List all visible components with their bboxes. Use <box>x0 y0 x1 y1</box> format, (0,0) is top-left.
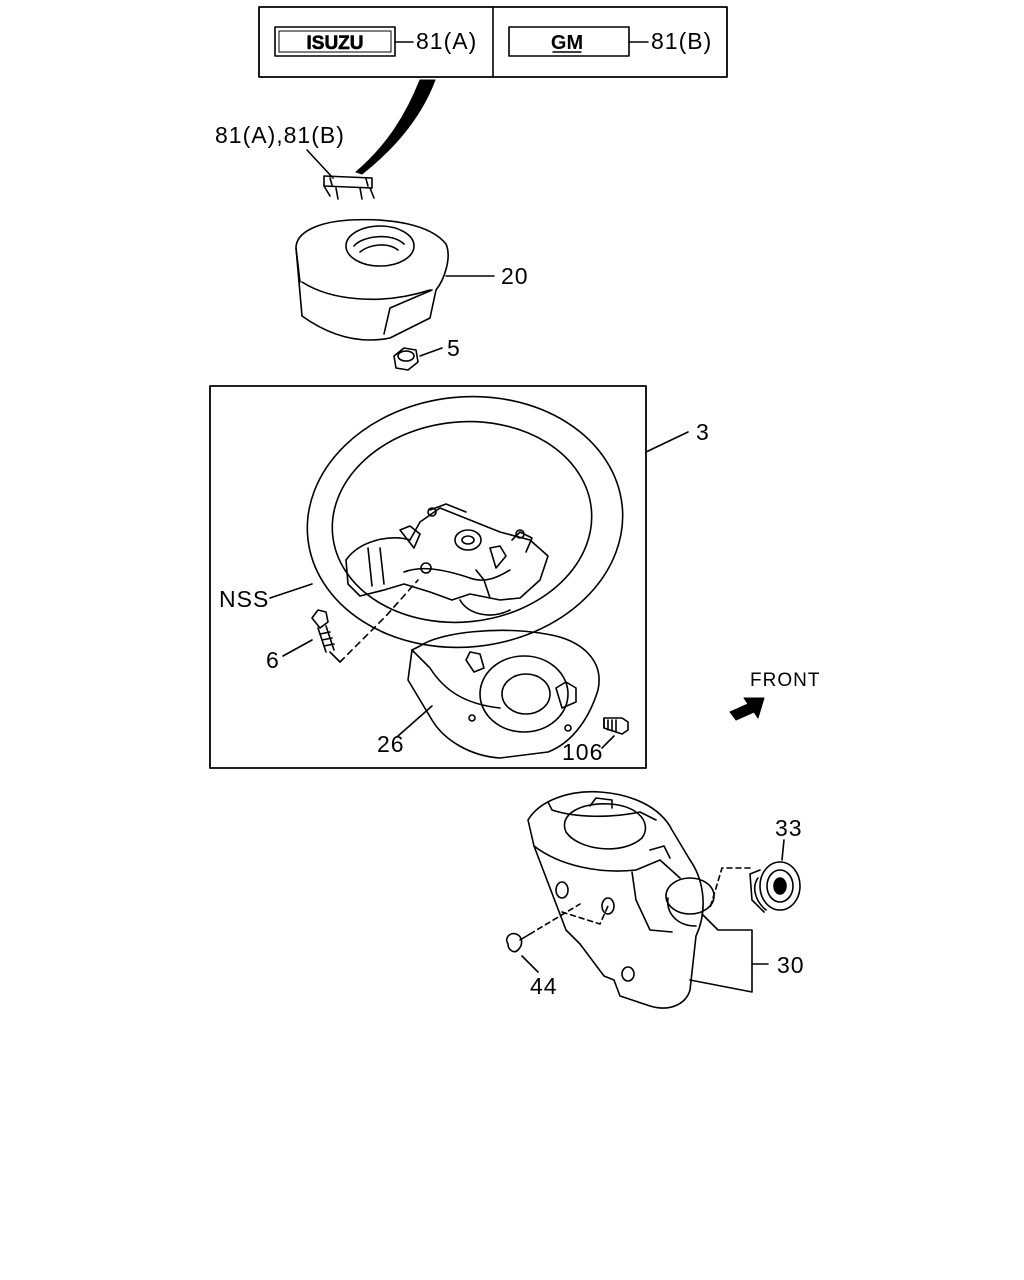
emblem-legend-box: ISUZU 81(A) GM 81(B) <box>258 6 728 78</box>
leader-wheel <box>645 431 689 453</box>
bolt-insertion-line <box>339 579 419 663</box>
clip-insertion-line <box>529 903 609 935</box>
screw-part <box>603 717 629 735</box>
callout-81b: 81(B) <box>651 28 712 54</box>
bearing-part <box>749 861 801 913</box>
isuzu-logo: ISUZU <box>274 26 396 57</box>
bolt-part <box>311 609 335 653</box>
horn-pad-cover <box>295 218 449 341</box>
callout-20: 20 <box>501 263 529 289</box>
callout-6: 6 <box>266 647 280 673</box>
callout-26: 26 <box>377 731 405 757</box>
front-label: FRONT <box>750 670 820 691</box>
steering-wheel-part <box>306 395 624 649</box>
clip-part <box>505 932 531 953</box>
callout-emblem: 81(A),81(B) <box>215 122 345 148</box>
leader-screw <box>601 735 615 749</box>
callout-106: 106 <box>562 739 603 765</box>
bearing-insertion-line <box>709 867 751 909</box>
callout-44: 44 <box>530 973 558 999</box>
callout-81a: 81(A) <box>416 28 477 54</box>
callout-3: 3 <box>696 419 710 445</box>
leader-bearing <box>781 839 785 861</box>
callout-33: 33 <box>775 815 803 841</box>
isuzu-logo-text: ISUZU <box>307 33 364 54</box>
emblem-part <box>323 175 375 200</box>
leader-clip <box>521 955 539 973</box>
column-cover-part <box>527 790 715 1009</box>
legend-pointer <box>355 79 436 175</box>
lower-cover-part <box>407 629 600 759</box>
leader-column-cover-bracket <box>689 913 753 993</box>
nut-part <box>393 347 419 371</box>
gm-logo: GM <box>508 26 630 57</box>
wheel-assembly-box <box>209 385 647 769</box>
callout-30: 30 <box>777 952 805 978</box>
leader-nss <box>269 583 313 599</box>
gm-logo-text: GM <box>551 32 583 54</box>
callout-5: 5 <box>447 335 461 361</box>
callout-nss: NSS <box>219 586 269 612</box>
leader-bolt-dash <box>329 651 341 663</box>
leader-cover-lower <box>397 705 433 737</box>
leader-nut <box>419 347 443 357</box>
leader-bolt <box>282 639 313 657</box>
front-arrow-icon <box>729 697 765 721</box>
leader-emblem <box>306 149 334 179</box>
